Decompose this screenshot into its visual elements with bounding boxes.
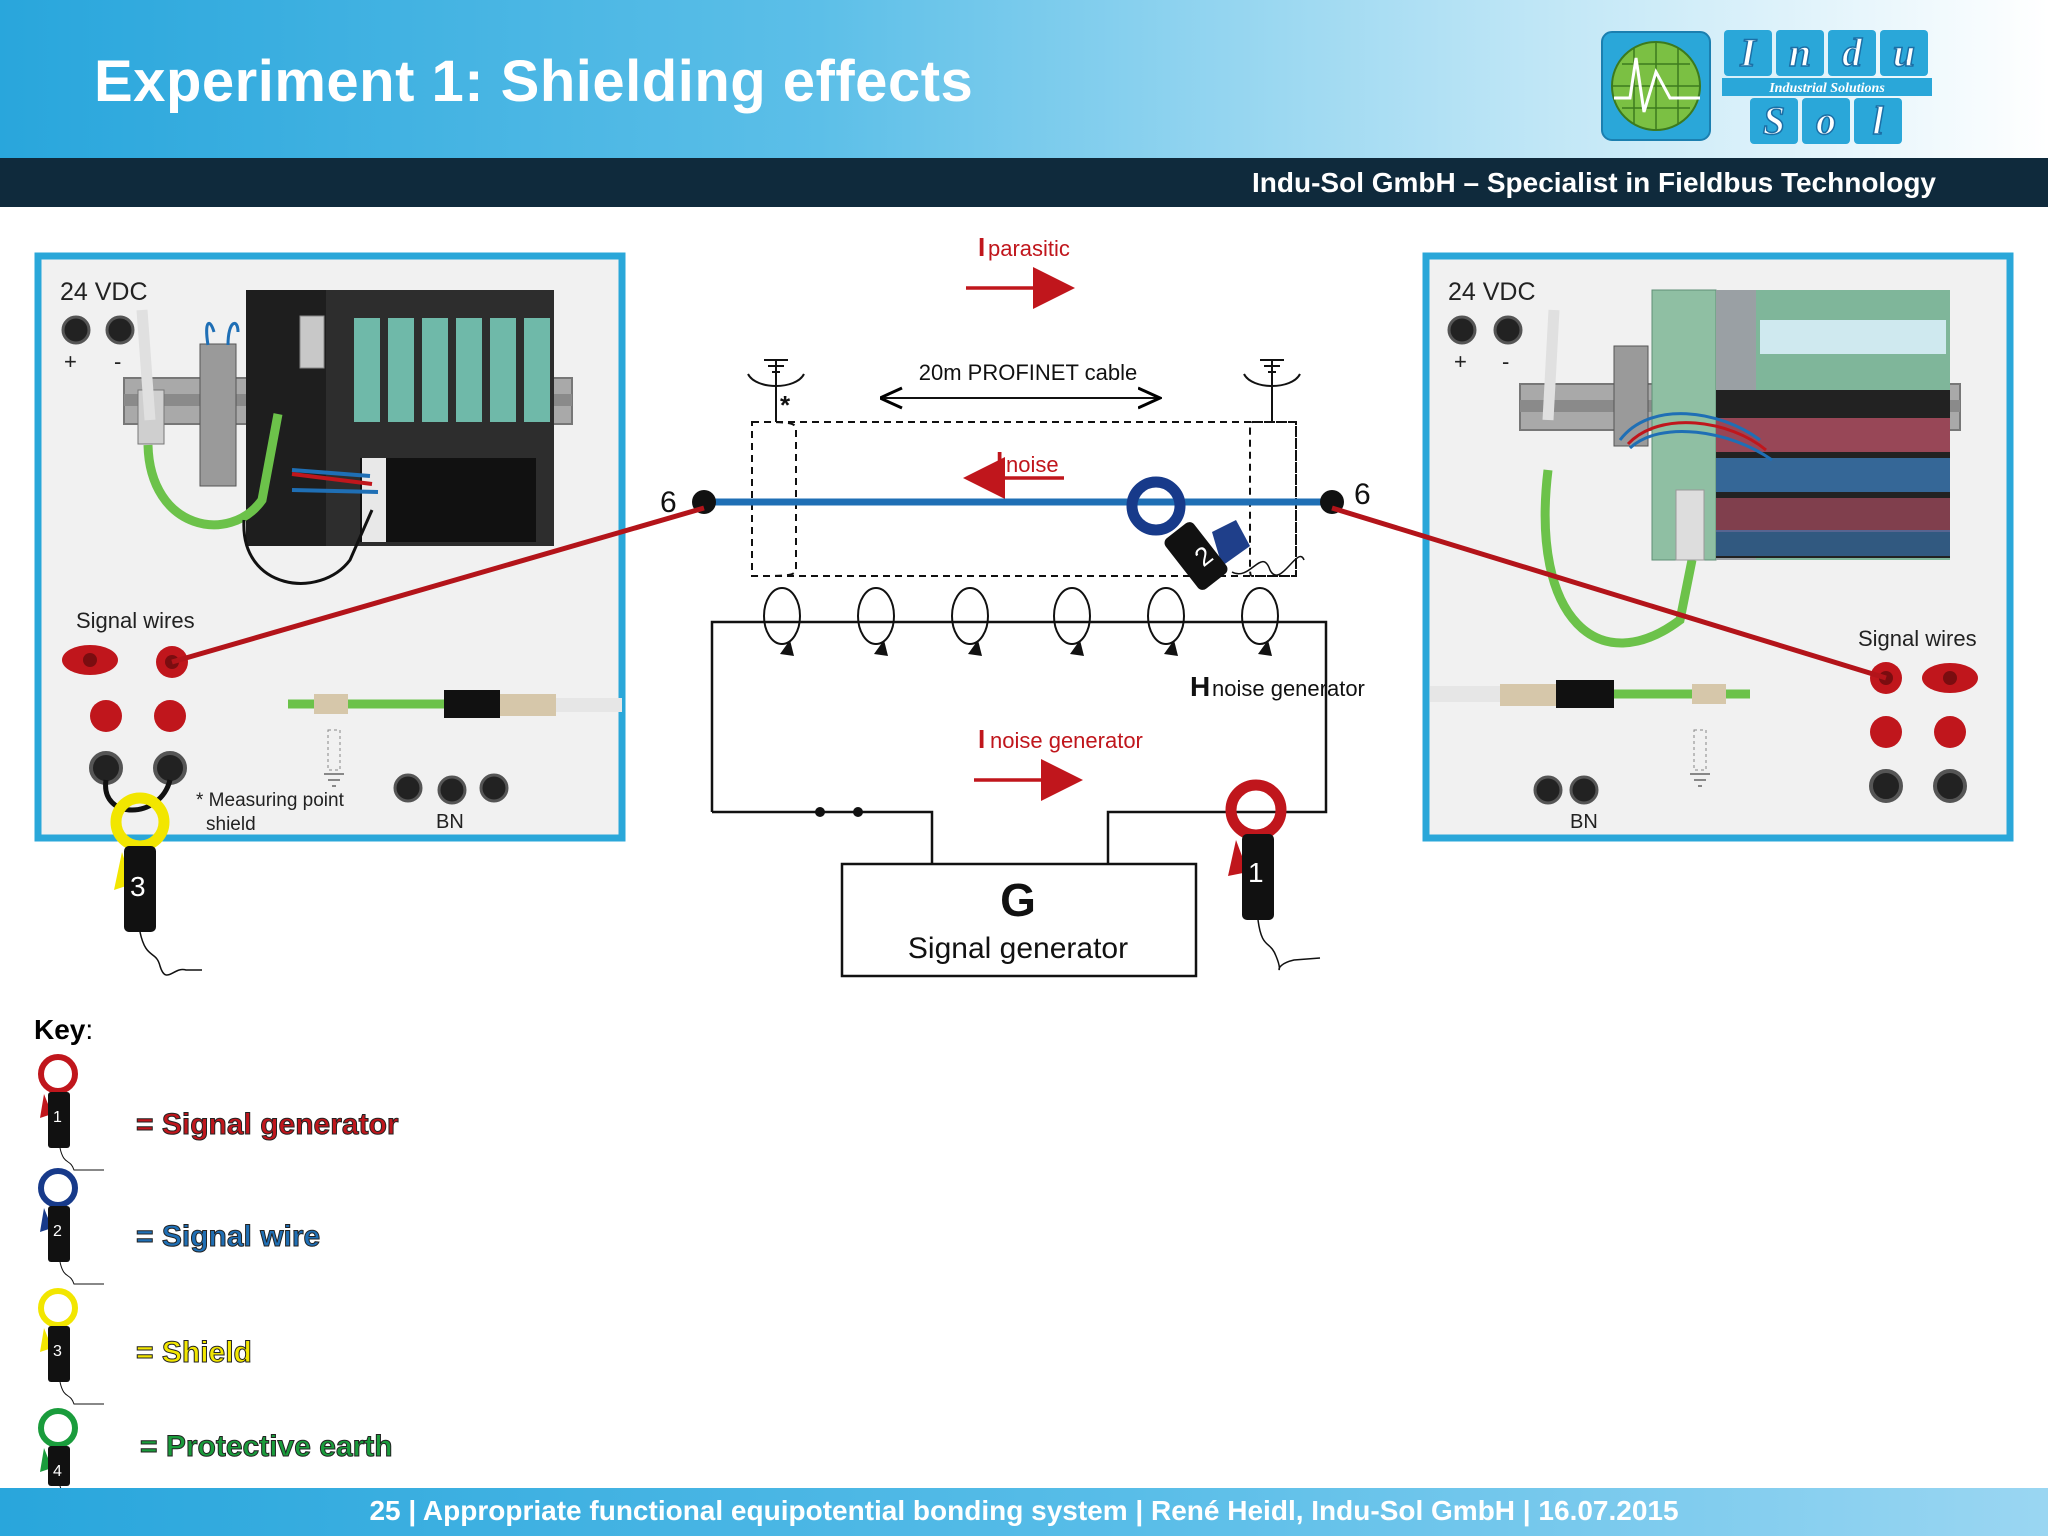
left-bn-label: BN bbox=[436, 811, 464, 833]
footer-text: 25 | Appropriate functional equipotentia… bbox=[369, 1495, 1679, 1526]
svg-text:o: o bbox=[1816, 98, 1836, 143]
key-icons: 1 2 3 4 bbox=[38, 1054, 104, 1505]
earth-symbol-left bbox=[747, 359, 805, 387]
h-field-symbol: H bbox=[1190, 671, 1210, 702]
svg-text:l: l bbox=[1872, 98, 1884, 143]
svg-text:+: + bbox=[1454, 349, 1467, 374]
magnetic-field-loops bbox=[763, 587, 1279, 645]
svg-text:2: 2 bbox=[53, 1223, 62, 1240]
svg-text:1: 1 bbox=[1248, 857, 1264, 888]
left-signal-wires-label: Signal wires bbox=[76, 608, 195, 633]
clamp-2-signal-wire: 2 bbox=[1126, 476, 1305, 590]
key-clamp-2-icon: 2 bbox=[38, 1168, 104, 1285]
key-title: Key: bbox=[34, 1014, 94, 1045]
right-bn-label: BN bbox=[1570, 811, 1598, 833]
logo-letter-i: I bbox=[1739, 30, 1757, 75]
left-test-panel: 24 VDC + - Signa bbox=[34, 252, 626, 842]
right-signal-wires-label: Signal wires bbox=[1858, 626, 1977, 651]
subtitle-bar: Indu-Sol GmbH – Specialist in Fieldbus T… bbox=[0, 158, 2048, 207]
indu-sol-logo: I n d u S o l Industrial Solutions bbox=[1601, 29, 1932, 144]
svg-text:6: 6 bbox=[660, 486, 677, 519]
clamp-1-signal-generator: 1 bbox=[1225, 779, 1321, 971]
generator-label: Signal generator bbox=[908, 932, 1128, 965]
i-noise-generator-symbol: I bbox=[978, 724, 985, 754]
key-item-shield: = Shield bbox=[136, 1336, 253, 1370]
h-field-subscript: noise generator bbox=[1212, 676, 1365, 701]
cable-length-label: 20m PROFINET cable bbox=[919, 360, 1137, 385]
i-parasitic-symbol: I bbox=[978, 232, 985, 262]
key-item-signal-wire: = Signal wire bbox=[135, 1220, 321, 1254]
svg-text:u: u bbox=[1893, 30, 1915, 75]
i-noise-subscript: noise bbox=[1006, 452, 1059, 477]
signal-generator-box bbox=[840, 862, 1198, 978]
left-plc-device bbox=[246, 290, 554, 546]
logo-tagline: Industrial Solutions bbox=[1768, 81, 1885, 96]
key-item-signal-generator: = Signal generator bbox=[136, 1108, 400, 1142]
right-supply-label: 24 VDC bbox=[1448, 278, 1536, 306]
svg-text:-: - bbox=[114, 349, 121, 374]
clamp-3-shield: 3 bbox=[110, 792, 202, 976]
company-tagline: Indu-Sol GmbH – Specialist in Fieldbus T… bbox=[1252, 167, 1936, 198]
svg-text:1: 1 bbox=[53, 1109, 62, 1126]
earth-symbol-right bbox=[1243, 359, 1301, 387]
svg-text:4: 4 bbox=[53, 1463, 62, 1480]
key-clamp-4-icon: 4 bbox=[38, 1408, 104, 1505]
profinet-cable-setup: I parasitic 20m PROFINET cable * I noise… bbox=[110, 232, 1887, 978]
i-noise-symbol: I bbox=[996, 446, 1003, 476]
slide-title: Experiment 1: Shielding effects bbox=[94, 49, 974, 114]
key-clamp-3-icon: 3 bbox=[38, 1288, 104, 1405]
svg-text:6: 6 bbox=[1354, 478, 1371, 511]
svg-text:S: S bbox=[1763, 98, 1785, 143]
i-parasitic-subscript: parasitic bbox=[988, 236, 1070, 261]
svg-text:-: - bbox=[1502, 349, 1509, 374]
left-supply-label: 24 VDC bbox=[60, 278, 148, 306]
key-item-protective-earth: = Protective earth bbox=[140, 1430, 394, 1464]
svg-text:*: * bbox=[780, 390, 791, 420]
generator-symbol: G bbox=[1000, 874, 1036, 926]
slide-header: Experiment 1: Shielding effects I n d u … bbox=[0, 0, 2048, 158]
right-test-panel: 24 VDC + - Signal wires bbox=[1422, 252, 2014, 842]
key-clamp-1-icon: 1 bbox=[38, 1054, 104, 1171]
svg-text:n: n bbox=[1789, 30, 1811, 75]
svg-text:+: + bbox=[64, 349, 77, 374]
svg-text:d: d bbox=[1842, 30, 1863, 75]
i-noise-generator-subscript: noise generator bbox=[990, 728, 1143, 753]
slide-footer: 25 | Appropriate functional equipotentia… bbox=[0, 1488, 2048, 1536]
svg-text:3: 3 bbox=[53, 1343, 62, 1360]
measuring-point-note-line1: * Measuring point bbox=[196, 790, 345, 811]
measuring-point-note-line2: shield bbox=[206, 814, 256, 835]
svg-text:3: 3 bbox=[130, 871, 146, 902]
